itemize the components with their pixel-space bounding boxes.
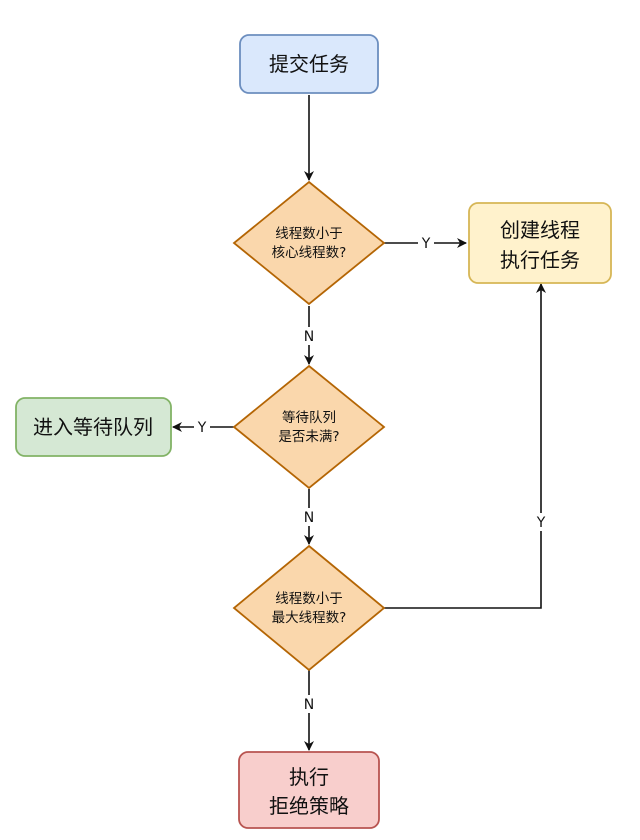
edge-label-queue-no: N (304, 510, 314, 526)
edge-label-bg (194, 418, 210, 436)
node-enqueue-label: 进入等待队列 (33, 415, 153, 439)
edge-label-queue-yes: Y (197, 420, 207, 436)
edge-label-core-no: N (304, 329, 314, 345)
edge-label-bg (301, 327, 317, 345)
edge-label-bg (418, 234, 434, 252)
edge-label-max-no: N (304, 697, 314, 713)
edge-label-core-yes: Y (421, 236, 431, 252)
node-submit-task-box (239, 34, 379, 94)
node-submit-task-label: 提交任务 (269, 52, 349, 76)
node-reject-policy: 执行 拒绝策略 (238, 751, 380, 829)
node-reject-policy-line2: 拒绝策略 (269, 794, 349, 818)
node-enqueue: 进入等待队列 (15, 397, 172, 457)
node-create-thread-line1: 创建线程 (500, 218, 580, 242)
node-reject-policy-box (238, 751, 380, 829)
node-create-thread-line2: 执行任务 (500, 248, 580, 272)
node-check-max-threads-line1: 线程数小于 (275, 591, 343, 607)
edge-max-check-yes (384, 283, 546, 609)
node-check-core-threads: 线程数小于 核心线程数? (232, 180, 386, 306)
edge-label-bg (301, 508, 317, 526)
node-check-queue-diamond (232, 364, 386, 490)
node-check-core-threads-line1: 线程数小于 (275, 226, 343, 242)
node-check-core-threads-diamond (232, 180, 386, 306)
edge-label-max-yes: Y (536, 515, 546, 531)
node-check-core-threads-line2: 核心线程数? (272, 245, 347, 261)
node-enqueue-box (15, 397, 172, 457)
node-check-max-threads: 线程数小于 最大线程数? (232, 544, 386, 672)
node-create-thread: 创建线程 执行任务 (468, 202, 612, 284)
edge-label-bg (533, 513, 549, 531)
node-check-max-threads-line2: 最大线程数? (272, 610, 347, 626)
node-submit-task: 提交任务 (239, 34, 379, 94)
node-reject-policy-line1: 执行 (289, 765, 329, 789)
edge-label-bg (301, 695, 317, 713)
node-check-max-threads-diamond (232, 544, 386, 672)
node-check-queue: 等待队列 是否未满? (232, 364, 386, 490)
node-create-thread-box (468, 202, 612, 284)
node-check-queue-line1: 等待队列 (282, 409, 336, 426)
node-check-queue-line2: 是否未满? (278, 429, 339, 445)
